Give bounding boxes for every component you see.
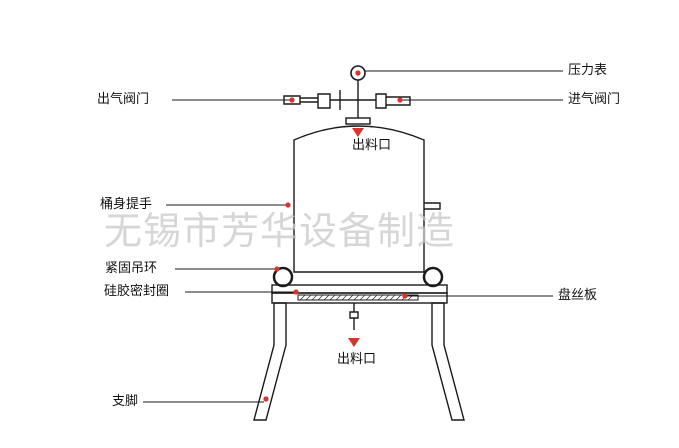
label-top-outlet: 出料口 — [352, 138, 392, 153]
marker-barrel-handle — [285, 202, 291, 208]
tank-body — [293, 125, 425, 273]
watermark: 无锡市芳华设备制造 — [104, 209, 456, 253]
marker-filter-plate — [402, 293, 408, 299]
label-pressure-gauge: 压力表 — [568, 63, 608, 78]
marker-outlet-valve — [289, 97, 295, 103]
barrel-handle-right — [424, 202, 441, 210]
marker-inlet-valve — [397, 97, 403, 103]
filter-plate — [271, 292, 448, 304]
label-lifting-ring: 紧固吊环 — [105, 261, 158, 276]
leg-right — [431, 302, 465, 421]
leg-left — [253, 302, 287, 421]
label-outlet-valve: 出气阀门 — [97, 92, 150, 107]
bottom-drain — [349, 303, 359, 330]
label-bottom-outlet: 出料口 — [337, 352, 377, 367]
outlet-valve — [283, 93, 358, 109]
marker-lifting-ring — [274, 266, 280, 272]
inlet-valve — [358, 93, 411, 109]
label-barrel-handle: 桶身提手 — [100, 197, 153, 212]
label-support-leg: 支脚 — [112, 394, 139, 409]
marker-support-leg — [263, 396, 269, 402]
label-inlet-valve: 进气阀门 — [568, 92, 621, 107]
lifting-ring-right — [422, 266, 444, 288]
pressure-gauge — [350, 65, 366, 81]
label-filter-plate: 盘丝板 — [558, 288, 598, 303]
lifting-ring-left — [272, 266, 294, 288]
marker-pressure-gauge — [355, 70, 361, 76]
label-silicone-seal: 硅胶密封圈 — [104, 284, 170, 299]
arrow-top-outlet — [352, 128, 364, 137]
marker-silicone-seal — [293, 289, 299, 295]
top-flange — [345, 117, 371, 125]
arrow-bottom-outlet — [348, 338, 360, 347]
